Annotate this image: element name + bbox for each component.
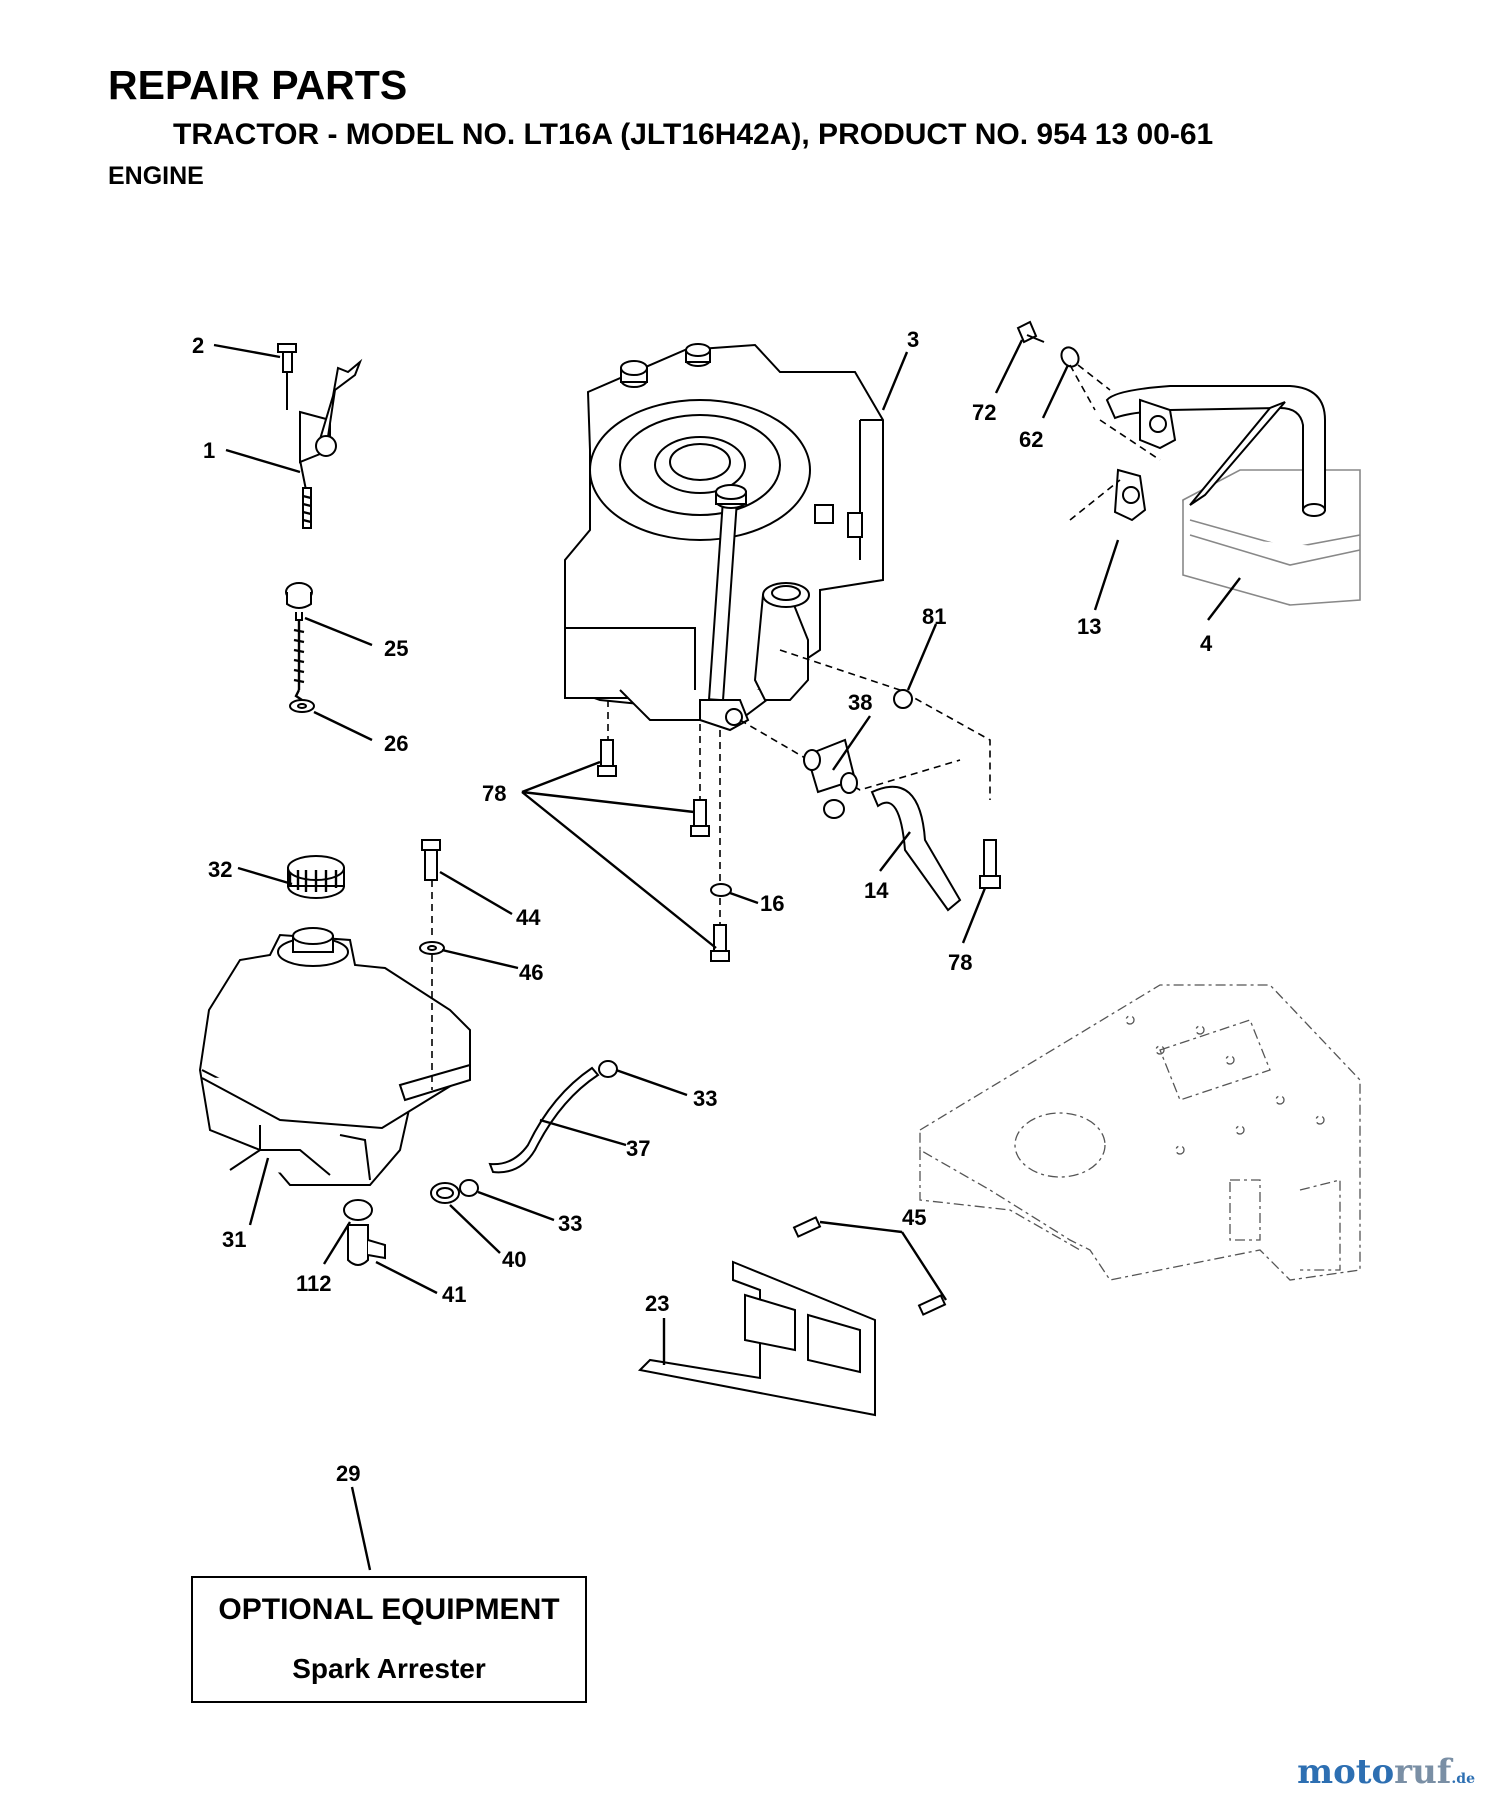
callout-112: 112: [296, 1271, 332, 1296]
callout-37: 37: [626, 1136, 650, 1161]
engine-bracket-drawing: [637, 1216, 947, 1417]
optional-equipment-box: OPTIONAL EQUIPMENT Spark Arrester: [191, 1576, 587, 1703]
callout-13: 13: [1077, 614, 1101, 639]
callout-78-right: 78: [948, 950, 972, 975]
callout-44: 44: [516, 905, 541, 930]
callout-33-top: 33: [693, 1086, 717, 1111]
callout-72: 72: [972, 400, 996, 425]
callout-62: 62: [1019, 427, 1043, 452]
motoruf-watermark: motoruf.de: [1297, 1752, 1475, 1792]
page-title: REPAIR PARTS: [108, 62, 408, 108]
fuel-hose-drawing: [459, 1060, 618, 1197]
callout-1: 1: [203, 438, 215, 463]
leader-lines: [213, 339, 1241, 1571]
section-heading: ENGINE: [108, 162, 204, 190]
muffler-drawing: [1016, 320, 1361, 606]
optional-equipment-item: Spark Arrester: [292, 1653, 486, 1684]
callout-45: 45: [902, 1205, 926, 1230]
watermark-suffix: .de: [1451, 1771, 1475, 1787]
watermark-part-b: ruf: [1394, 1752, 1452, 1792]
fuel-tank-drawing: [198, 839, 471, 1266]
callout-41: 41: [442, 1282, 466, 1307]
callout-32: 32: [208, 857, 232, 882]
callout-81: 81: [922, 604, 946, 629]
callout-26: 26: [384, 731, 408, 756]
callout-46: 46: [519, 960, 543, 985]
callout-3: 3: [907, 327, 919, 352]
callout-16: 16: [760, 891, 784, 916]
callout-25: 25: [384, 636, 408, 661]
optional-equipment-title: OPTIONAL EQUIPMENT: [218, 1593, 560, 1626]
callout-14: 14: [864, 878, 889, 903]
callout-29: 29: [336, 1461, 360, 1486]
model-subtitle: TRACTOR - MODEL NO. LT16A (JLT16H42A), P…: [173, 118, 1214, 151]
engine-drawing: [564, 343, 884, 732]
callout-38: 38: [848, 690, 872, 715]
callout-40: 40: [502, 1247, 526, 1272]
chassis-frame-drawing: [919, 984, 1361, 1281]
throttle-control-drawing: [277, 343, 363, 529]
callout-4: 4: [1200, 631, 1213, 656]
callout-31: 31: [222, 1227, 246, 1252]
callout-labels: 2 1 25 26 3 72 62 13 4 81 38 78 16 14 78…: [192, 327, 1213, 1486]
callout-78-left: 78: [482, 781, 506, 806]
callout-2: 2: [192, 333, 204, 358]
callout-23: 23: [645, 1291, 669, 1316]
callout-33-bottom: 33: [558, 1211, 582, 1236]
watermark-part-a: moto: [1297, 1752, 1395, 1792]
fuel-line-drawing: [597, 649, 1001, 962]
choke-cable-drawing: [285, 582, 315, 713]
